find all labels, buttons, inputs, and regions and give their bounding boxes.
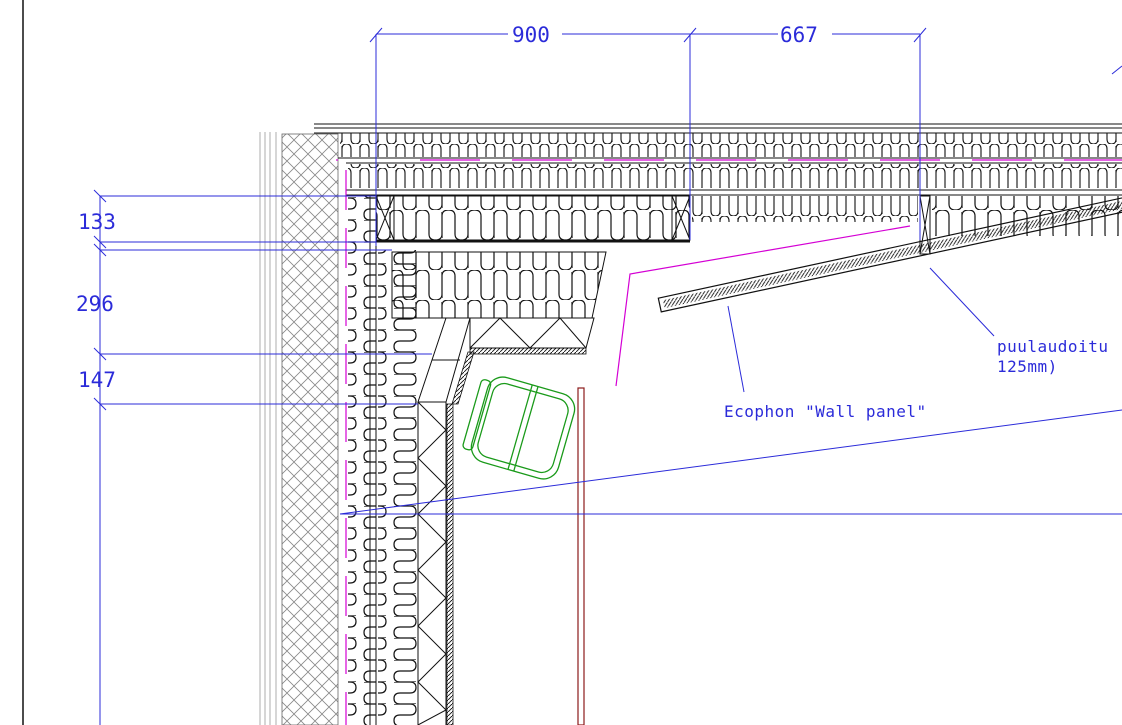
leader-lines [727,267,995,393]
roof-beam-insulation [376,196,690,240]
roof-secondary-insulation-right [932,196,1122,236]
armchair-symbol [462,376,576,480]
corner-insulation-box [391,251,607,319]
wall-panel-facing [446,403,454,725]
dim-147: 147 [78,368,116,392]
vapor-barrier-ceiling [615,225,911,387]
wall-panel-zigzag [417,401,447,725]
dim-900: 900 [512,23,550,47]
beam-end-blocks [375,195,931,255]
note-puulaudoitus-size: 125mm) [997,357,1058,376]
roof-insulation-layer-2 [348,164,1122,188]
roof-insulation-layer-1 [340,133,1122,157]
note-ecophon-wall-panel: Ecophon "Wall panel" [724,402,927,421]
ceiling-corner-panel [417,317,595,403]
wall-insulation [348,196,376,725]
vapor-barrier-roof [336,159,1122,725]
roof-secondary-insulation [692,196,918,222]
diagonal-facing [451,351,475,405]
note-puulaudoitus: puulaudoitu [997,337,1108,356]
dim-667: 667 [780,23,818,47]
top-dimension-lines [369,27,1122,246]
dim-296: 296 [76,292,114,316]
support-post [577,387,585,725]
left-dimension-lines [93,189,432,725]
wall-cladding-hatch [281,133,339,725]
inner-wall-insulation [378,250,418,725]
roof-deck-lines [314,123,1122,196]
ceiling-corner-facing [469,347,587,355]
sloped-ceiling-panel [657,191,1122,313]
dim-133: 133 [78,210,116,234]
reference-lines [339,409,1122,515]
facade-lines [259,132,277,725]
